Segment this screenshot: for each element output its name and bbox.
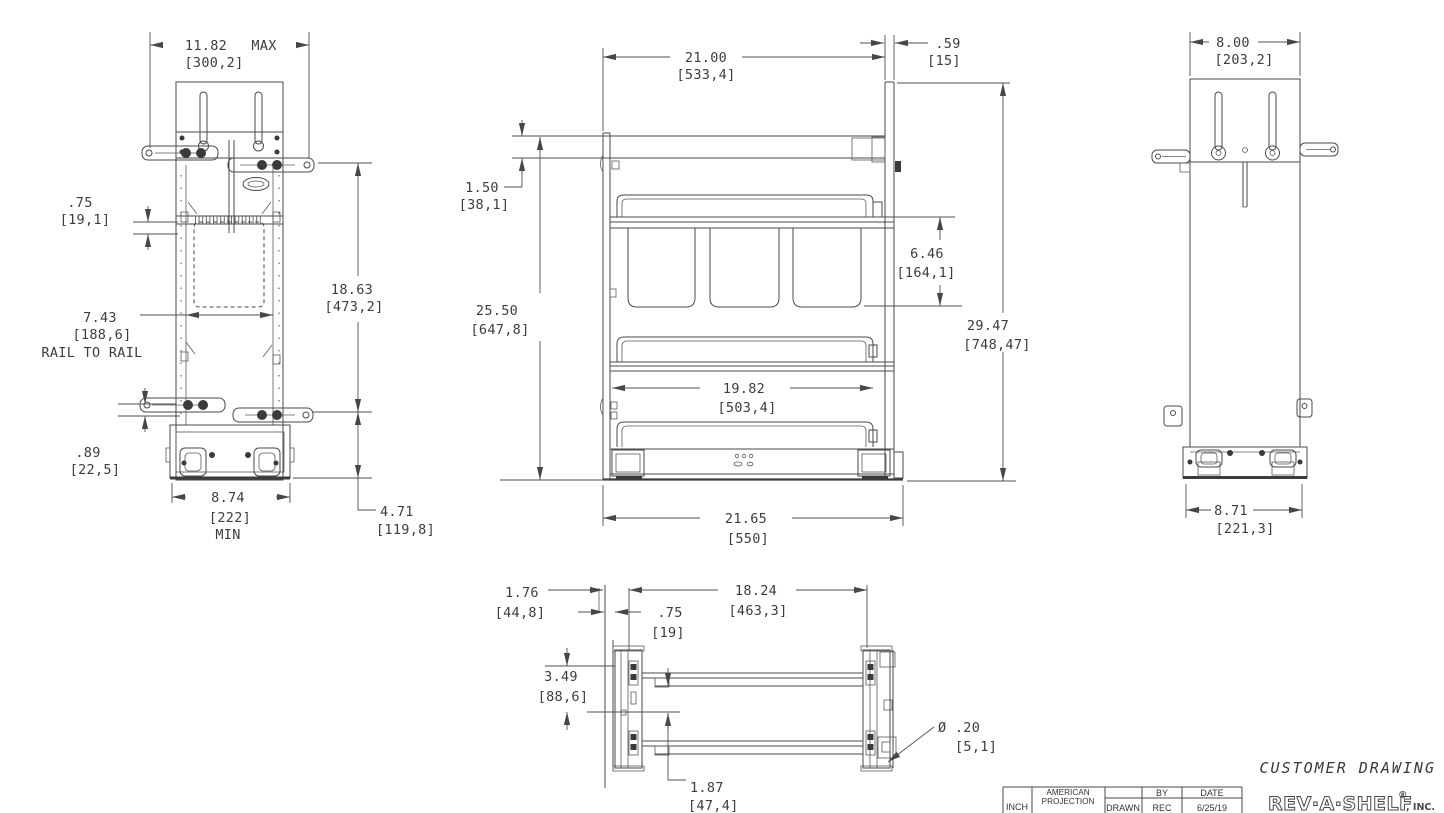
dim-value: 25.50 [476,303,518,319]
dim-mm: [473,2] [325,299,384,315]
dim-value: 8.00 [1216,35,1250,51]
dim-plan-width-min: 8.74 [222] MIN [171,483,291,543]
dim-plan-width-max: 11.82 MAX [300,2] [149,32,310,158]
dim-side-frame-height: 25.50 [647,8] [471,137,610,481]
dim-note: MAX [251,38,276,54]
dim-mm: [88,6] [538,689,589,705]
dim-mm: [22,5] [70,462,121,478]
dim-plan-top-offset: .75 [19,1] [60,195,178,250]
dim-value: .75 [657,605,682,621]
dim-mm: [550] [727,531,769,547]
drawing-title: CUSTOMER DRAWING [1260,759,1437,777]
company-logo-text: REV·A·SHELF [1268,793,1413,813]
dim-value: 21.00 [685,50,727,66]
dim-value: .59 [935,36,960,52]
registered-mark: ® [1398,790,1408,801]
dim-value: 18.63 [331,282,373,298]
title-block-table: INCH AMERICAN PROJECTION DRAWN BY REC DA… [1002,786,1243,813]
dim-plan-base-height: 4.71 [119,8] [293,412,435,538]
plan-view: 11.82 MAX [300,2] .75 [19,1] 7.43 [188,6… [41,32,435,543]
plan-view-geometry [139,81,315,481]
dim-note: RAIL TO RAIL [41,345,142,361]
dim-mm: [647,8] [471,322,530,338]
dim-base-hole-diameter: Ø .20 [5,1] [887,720,997,763]
dim-mm: [15] [927,53,961,69]
dim-mm: [463,3] [729,603,788,619]
projection-line1: AMERICAN [1046,788,1089,797]
dim-plan-mount-height: 18.63 [473,2] [313,162,384,413]
company-suffix: , INC. [1406,802,1435,813]
dim-mm: [47,4] [688,798,739,813]
dim-side-door-thickness: .59 [15] [860,36,961,69]
dim-side-depth: 21.00 [533,4] [602,35,895,131]
drawn-date-value: 6/25/19 [1197,803,1227,813]
dim-value: .75 [67,195,92,211]
side-view: 21.00 [533,4] .59 [15] 1.50 [38,1] [459,35,1030,547]
projection-line2: PROJECTION [1042,797,1095,806]
dim-mm: [188,6] [73,327,132,343]
dim-mm: [5,1] [955,739,997,755]
dim-mm: [119,8] [376,522,435,538]
units-cell: INCH [1006,802,1028,812]
dim-mm: [19] [651,625,685,641]
dim-side-top-clearance: 1.50 [38,1] [459,120,610,213]
dim-value: 1.76 [505,585,539,601]
dim-base-rail-gap: 1.87 [47,4] [664,668,739,813]
dim-front-base-width: 8.71 [221,3] [1185,484,1303,537]
dim-value: 18.24 [735,583,777,599]
dim-value: 8.74 [211,490,245,506]
dim-mm: [164,1] [897,265,956,281]
base-plan-geometry [598,585,897,788]
dim-mm: [44,8] [495,605,546,621]
dim-value: 19.82 [723,381,765,397]
dim-mm: [19,1] [60,212,111,228]
dim-mm: [221,3] [1216,521,1275,537]
dim-mm: [222] [209,510,251,526]
drawn-label: DRAWN [1106,803,1140,813]
by-header: BY [1156,788,1168,798]
dim-mm: [300,2] [185,55,244,71]
dim-value: Ø .20 [938,720,980,736]
dim-base-bracket-span: 3.49 [88,6] [538,648,680,730]
dim-value: 3.49 [544,669,578,685]
dim-value: 29.47 [967,318,1009,334]
dim-mm: [38,1] [459,197,510,213]
dim-side-overall-depth: 21.65 [550] [602,485,904,547]
dim-mm: [503,4] [718,400,777,416]
dim-mm: [533,4] [677,67,736,83]
base-plan-view: 1.76 [44,8] 18.24 [463,3] .75 [19] [495,583,997,813]
dim-value: .89 [75,445,100,461]
dim-base-panel-offset: .75 [19] [578,605,685,641]
dim-value: 7.43 [83,310,117,326]
dim-side-bin-height: 6.46 [164,1] [864,216,962,307]
date-header: DATE [1200,788,1223,798]
dim-value: 1.50 [465,180,499,196]
dim-value: 8.71 [1214,503,1248,519]
dim-front-width: 8.00 [203,2] [1189,32,1301,76]
dim-value: 1.87 [690,780,724,796]
drawn-by-value: REC [1152,803,1172,813]
front-view: 8.00 [203,2] 8.71 [221,3] [1151,32,1339,537]
dim-plan-arm-offset: .89 [22,5] [70,388,180,478]
front-view-geometry [1151,78,1339,479]
dim-side-rail-length: 19.82 [503,4] [612,381,873,416]
dim-value: 6.46 [910,246,944,262]
dim-side-overall-height: 29.47 [748,47] [897,82,1030,482]
dim-mm: [203,2] [1215,52,1274,68]
company-logo: REV·A·SHELF ® , INC. [1268,790,1435,813]
dim-note: MIN [215,527,240,543]
dim-base-slide-length: 18.24 [463,3] [628,583,868,650]
title-block: CUSTOMER DRAWING INCH AMERICAN PROJECTIO… [1002,759,1437,813]
dim-value: 21.65 [725,511,767,527]
side-view-geometry [600,81,904,481]
dim-plan-rail-span: 7.43 [188,6] RAIL TO RAIL [41,310,273,361]
dim-value: 11.82 [185,38,227,54]
dim-value: 4.71 [380,504,414,520]
dim-mm: [748,47] [963,337,1030,353]
dim-base-front-offset: 1.76 [44,8] [495,585,603,621]
